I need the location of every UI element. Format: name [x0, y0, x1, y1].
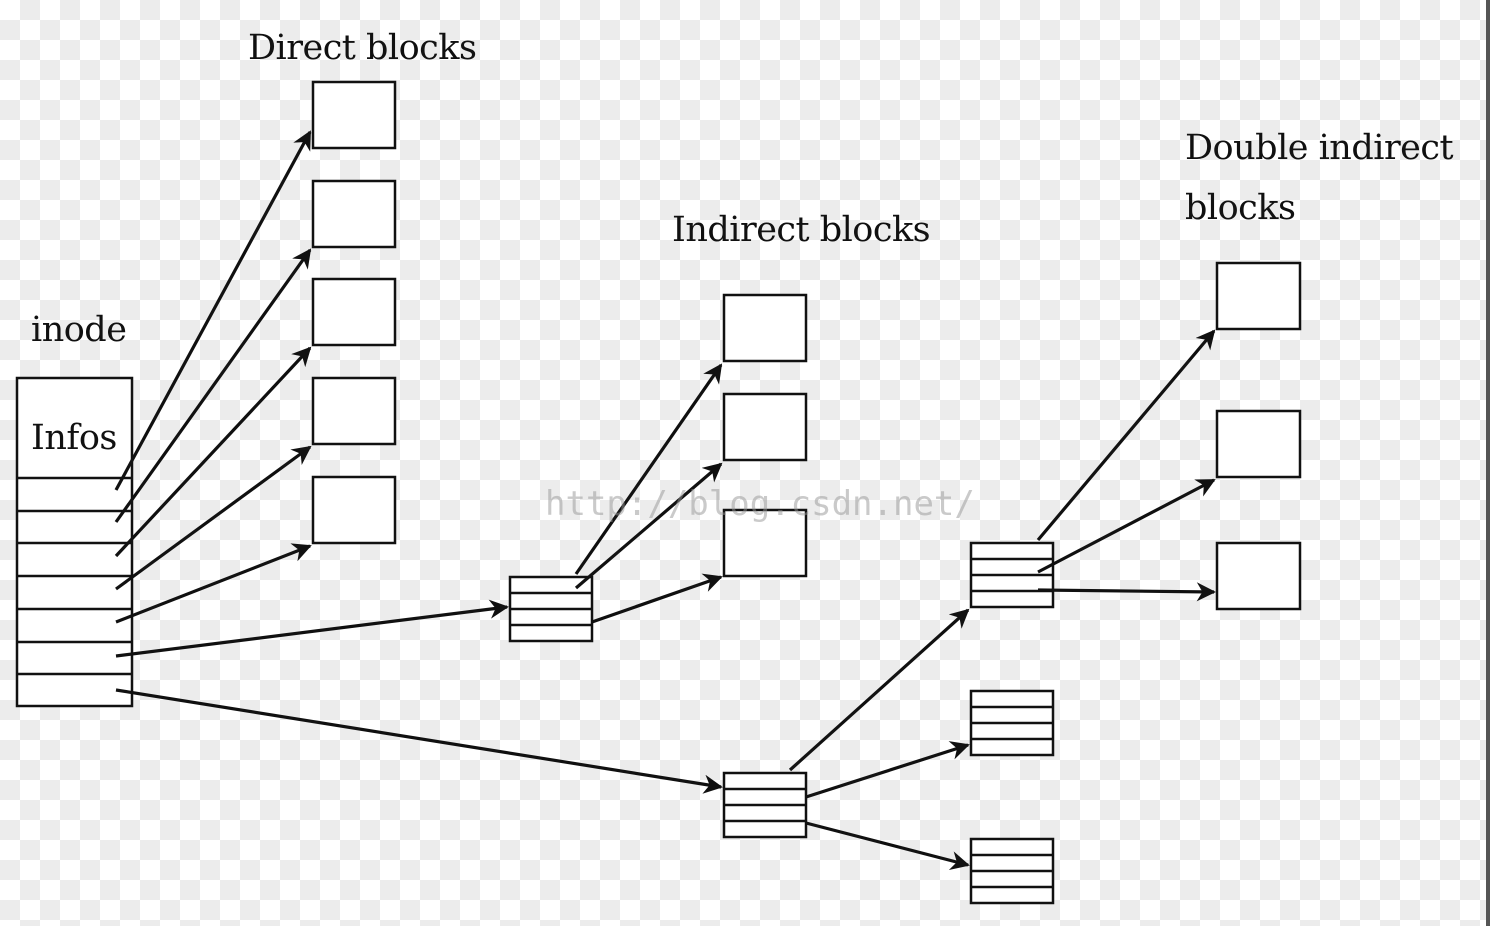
- indirect-data-block: [722, 293, 808, 363]
- direct-block: [311, 277, 397, 347]
- pointer-arrow: [115, 688, 723, 794]
- pointer-arrow: [574, 462, 723, 590]
- indirect-data-block: [722, 392, 808, 462]
- inode-label: inode: [31, 310, 127, 350]
- indirect-data-block: [722, 508, 808, 578]
- double-indirect-label-line2: blocks: [1185, 188, 1296, 228]
- pointer-arrow: [114, 346, 312, 558]
- pointer-arrow: [1037, 582, 1216, 602]
- double-indirect-data-block: [1215, 261, 1302, 331]
- double-indirect-pointer-block: [722, 771, 808, 839]
- direct-block: [311, 376, 397, 446]
- pointer-arrow: [115, 445, 312, 591]
- indirect-pointer-block: [508, 575, 594, 643]
- indirect-blocks-label: Indirect blocks: [672, 210, 931, 250]
- pointer-arrow: [805, 821, 970, 870]
- pointer-arrow: [1036, 329, 1216, 542]
- pointer-arrow: [591, 573, 723, 624]
- frame-edge: [1486, 0, 1490, 926]
- pointer-arrow: [115, 599, 509, 658]
- double-indirect-data-block: [1215, 541, 1302, 611]
- second-level-pointer-block: [969, 689, 1055, 757]
- direct-block: [311, 179, 397, 249]
- infos-label: Infos: [31, 418, 117, 458]
- pointer-arrow: [1037, 478, 1216, 574]
- direct-block: [311, 80, 397, 150]
- double-indirect-data-block: [1215, 409, 1302, 479]
- watermark: http://blog.csdn.net/: [545, 484, 975, 524]
- pointer-arrow: [788, 608, 970, 772]
- pointer-arrow: [114, 248, 312, 523]
- pointer-arrow: [805, 741, 970, 799]
- second-level-pointer-block: [969, 837, 1055, 905]
- direct-block: [311, 475, 397, 545]
- pointer-arrow: [574, 363, 723, 575]
- inode-box: [15, 376, 134, 708]
- pointer-arrow: [115, 543, 312, 624]
- double-indirect-label-line1: Double indirect: [1185, 128, 1454, 168]
- direct-blocks-label: Direct blocks: [248, 28, 477, 68]
- second-level-pointer-block: [969, 541, 1055, 609]
- pointer-arrow: [114, 130, 312, 491]
